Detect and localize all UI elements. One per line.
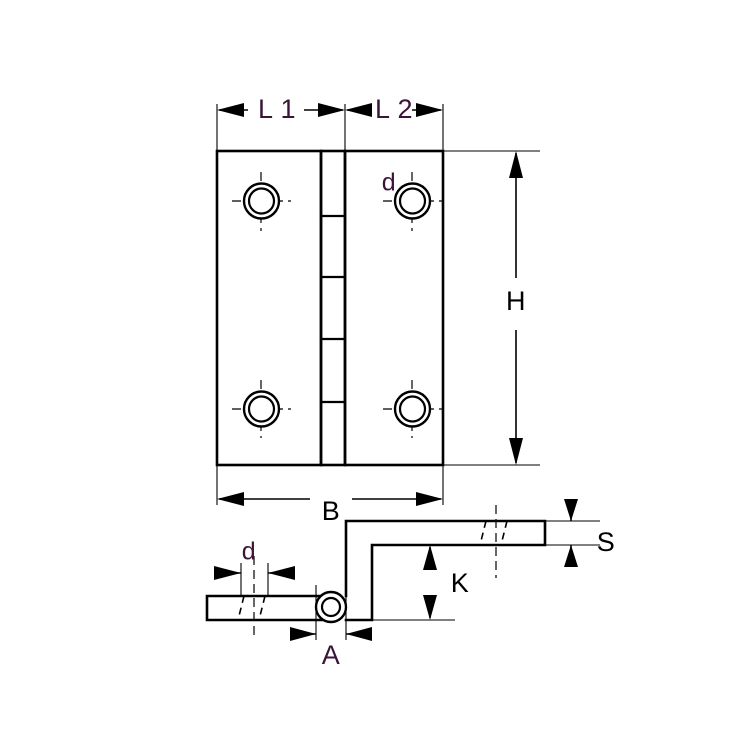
arrow-bottom-k xyxy=(423,595,437,620)
label-l2: L 2 xyxy=(375,94,413,124)
label-d-side: d xyxy=(242,538,256,566)
dimension-l1-l2: L 1 L 2 xyxy=(216,94,444,151)
label-a: A xyxy=(322,640,341,670)
dimension-k: K xyxy=(372,544,470,621)
arrow-right-l1 xyxy=(318,103,345,117)
arrow-right-a xyxy=(346,627,372,641)
label-b: B xyxy=(322,496,341,526)
front-knuckle-dividers xyxy=(319,214,347,404)
arrow-top-h xyxy=(509,151,523,178)
arrow-bottom-s xyxy=(564,545,578,567)
label-h: H xyxy=(506,286,526,316)
dimension-l2: L 2 xyxy=(345,94,443,124)
dimension-l1: L 1 xyxy=(217,94,345,124)
arrow-top-k xyxy=(423,545,437,570)
dimension-b: B xyxy=(216,465,444,526)
side-knuckle-pin xyxy=(314,590,348,624)
arrow-left-b xyxy=(217,492,244,506)
dimension-d-side: d xyxy=(214,538,295,596)
screw-hole-lower-right xyxy=(383,380,442,438)
arrow-left-d-side xyxy=(214,566,241,580)
arrow-left-a xyxy=(290,627,316,641)
arrow-right-d-side xyxy=(268,566,295,580)
arrow-right-l2 xyxy=(416,103,443,117)
dimension-a: A xyxy=(290,585,372,670)
label-s: S xyxy=(597,527,616,557)
screw-hole-upper-left xyxy=(232,172,291,231)
front-knuckle-column xyxy=(319,149,347,467)
side-right-leaf xyxy=(344,519,547,622)
label-k: K xyxy=(451,568,470,598)
arrow-left-l1 xyxy=(217,103,244,117)
screw-hole-upper-right xyxy=(383,172,442,231)
arrow-bottom-h xyxy=(509,438,523,465)
arrow-top-s xyxy=(564,499,578,521)
front-view: d xyxy=(215,149,445,467)
label-l1: L 1 xyxy=(258,94,296,124)
dimension-s: S xyxy=(545,499,615,567)
dimension-h: H xyxy=(443,150,540,466)
label-d-front: d xyxy=(382,169,396,197)
side-left-leaf xyxy=(205,594,332,622)
arrow-left-l2 xyxy=(345,103,372,117)
arrow-right-b xyxy=(416,492,443,506)
screw-hole-lower-left xyxy=(232,380,291,438)
